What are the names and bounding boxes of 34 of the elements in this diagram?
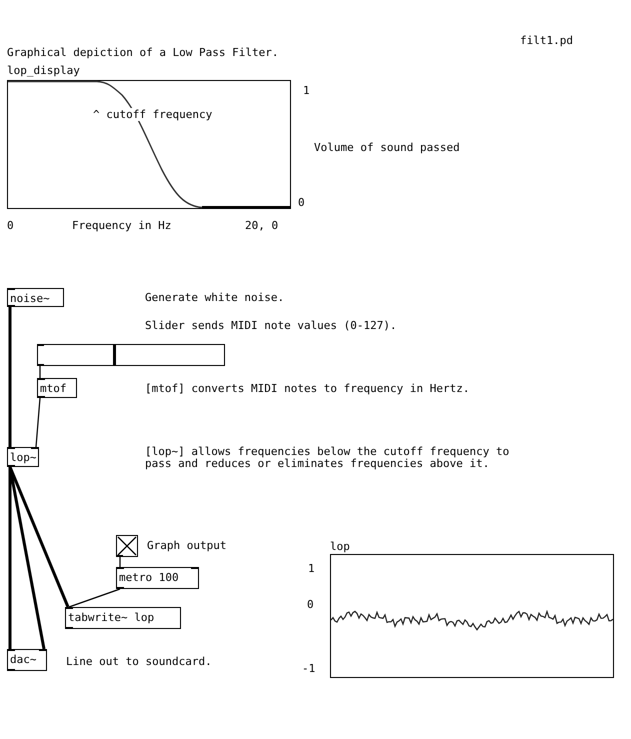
comment-text: Slider sends MIDI note values (0-127). [145,319,397,332]
graph-annotation: ^ cutoff frequency [93,108,212,121]
patch-cord [8,467,12,649]
axis-tick: 0 [298,196,305,209]
object-box: tabwrite~ lop [65,607,181,629]
object-box: dac~ [7,649,47,671]
comment-text: [lop~] allows frequencies below the cutoff frequency to pass and reduces or eliminates frequencies above it. [145,446,510,470]
object-box: metro 100 [116,567,199,589]
axis-label: Volume of sound passed [314,141,460,154]
comment-text: Line out to soundcard. [66,655,212,668]
patch-cord [39,366,41,378]
axis-tick: 1 [303,84,310,97]
object-box: noise~ [7,288,64,307]
axis-tick: 0 [7,219,14,232]
patch-cord [35,398,41,448]
graph-title: lop [330,540,350,553]
graph-title: lop_display [7,64,80,77]
patch-cord [68,588,120,608]
axis-tick: 0 [307,598,314,611]
comment-text: [mtof] converts MIDI notes to frequency in Hertz. [145,382,470,395]
object-box: mtof [37,378,77,398]
axis-tick: 20, 0 [245,219,278,232]
axis-tick: 1 [308,562,315,575]
file-name: filt1.pd [520,34,573,47]
toggle-label: Graph output [147,539,226,552]
patch-cord [8,466,70,608]
object-box: lop~ [7,447,39,467]
title-text: Graphical depiction of a Low Pass Filter. [7,46,279,59]
patch-cord [119,557,121,567]
axis-tick: -1 [302,662,316,675]
patch-cord [8,466,46,650]
comment-text: Generate white noise. [145,291,284,304]
axis-label: Frequency in Hz [72,219,172,232]
patch-cord [8,307,12,447]
